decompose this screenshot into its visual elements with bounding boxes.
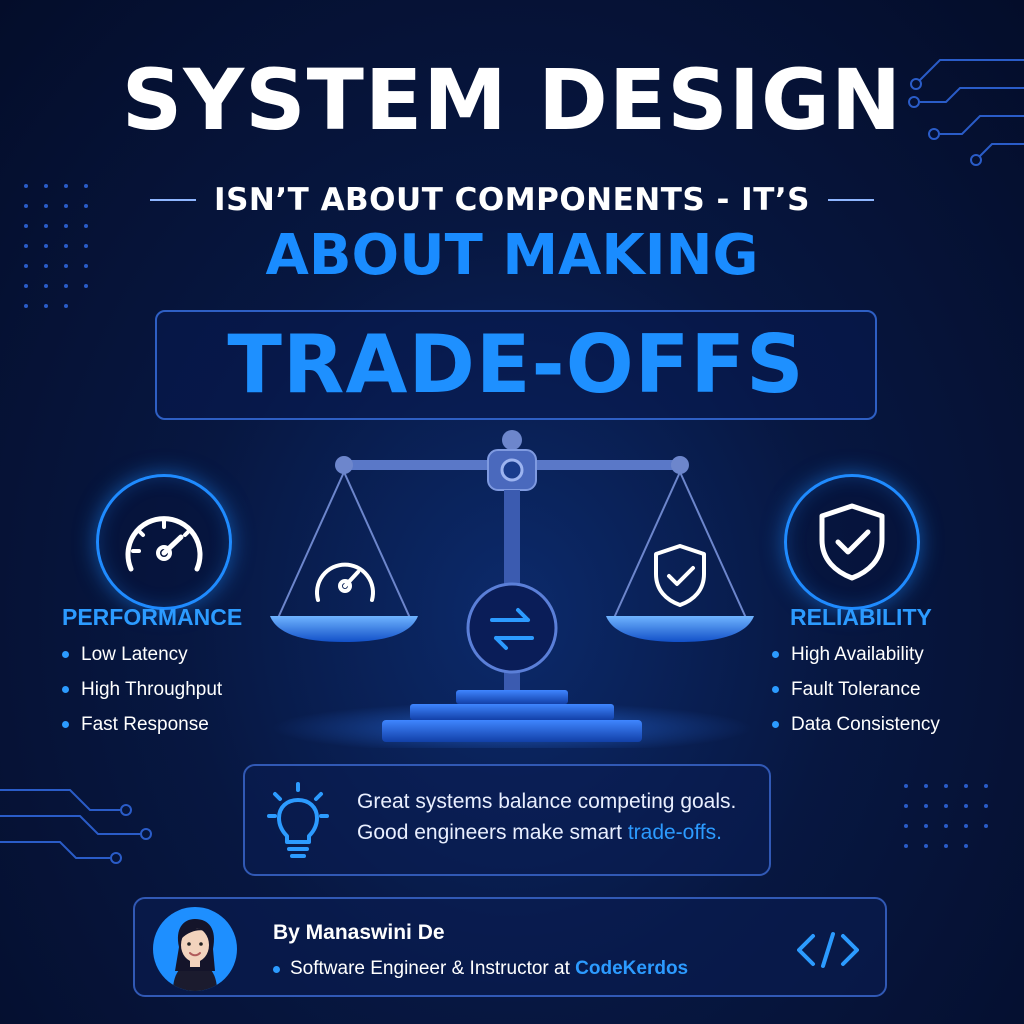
speedometer-icon	[125, 516, 203, 572]
list-item: Data Consistency	[772, 707, 940, 742]
performance-item-1: Low Latency	[81, 643, 188, 665]
quote-box: Great systems balance competing goals. G…	[243, 764, 771, 876]
headline: SYSTEM DESIGN	[121, 51, 903, 149]
author-role: Software Engineer & Instructor at CodeKe…	[273, 958, 688, 980]
reliability-list: High Availability Fault Tolerance Data C…	[772, 637, 940, 742]
reliability-badge	[784, 474, 920, 610]
balance-scale-illustration	[270, 430, 754, 748]
tradeoffs-text: TRADE-OFFS	[227, 318, 805, 411]
bullet-dot	[772, 721, 779, 728]
bullet-dot	[62, 721, 69, 728]
dot-grid-right	[904, 784, 988, 848]
scale-pillar	[504, 490, 520, 690]
beam-end-right	[671, 456, 689, 474]
beam-end-left	[335, 456, 353, 474]
reliability-item-3: Data Consistency	[791, 713, 940, 735]
author-company: CodeKerdos	[575, 958, 689, 979]
scale-pivot-core	[500, 458, 524, 482]
shield-check-icon	[819, 503, 885, 581]
circuit-decoration-bottom-left	[0, 789, 152, 864]
divider-left	[150, 199, 197, 201]
performance-badge	[96, 474, 232, 610]
scale-base-middle	[410, 704, 614, 720]
bullet-dot	[772, 686, 779, 693]
bullet-dot	[772, 651, 779, 658]
highlight-line: ABOUT MAKING	[265, 223, 759, 288]
divider-right	[827, 199, 874, 201]
avatar-illustration	[173, 919, 217, 991]
left-pan-speedometer	[315, 562, 375, 602]
pivot-circle	[466, 582, 558, 674]
bullet-dot	[62, 651, 69, 658]
quote-text: Great systems balance competing goals. G…	[357, 786, 757, 848]
list-item: Fast Response	[62, 707, 222, 742]
scale-beam	[340, 460, 684, 470]
avatar	[153, 907, 237, 991]
reliability-item-1: High Availability	[791, 643, 924, 665]
quote-highlight: trade-offs.	[627, 821, 722, 844]
list-item: Fault Tolerance	[772, 672, 940, 707]
performance-list: Low Latency High Throughput Fast Respons…	[62, 637, 222, 742]
reliability-title: RELIABILITY	[790, 604, 932, 630]
reliability-item-2: Fault Tolerance	[791, 678, 921, 700]
swap-arrows-icon	[490, 608, 534, 650]
code-icon	[797, 932, 859, 968]
scale-pivot-block	[487, 449, 537, 491]
author-name: By Manaswini De	[273, 921, 445, 944]
lightbulb-icon	[267, 782, 329, 858]
list-item: High Throughput	[62, 672, 222, 707]
right-pan-shield	[654, 544, 706, 607]
left-pan	[270, 616, 418, 642]
tradeoffs-box: TRADE-OFFS	[155, 310, 877, 420]
bullet-dot	[273, 965, 280, 973]
subheadline-row: ISN’T ABOUT COMPONENTS - IT’S	[0, 180, 1024, 220]
scale-top-knob	[502, 430, 522, 450]
performance-item-2: High Throughput	[81, 678, 223, 700]
subheadline: ISN’T ABOUT COMPONENTS - IT’S	[214, 182, 810, 218]
scale-base-top	[456, 690, 568, 704]
bullet-dot	[62, 686, 69, 693]
author-role-prefix: Software Engineer & Instructor at	[290, 958, 570, 979]
list-item: High Availability	[772, 637, 940, 672]
list-item: Low Latency	[62, 637, 222, 672]
scale-base-bottom	[382, 720, 642, 742]
right-pan	[606, 616, 754, 642]
scale-glow	[272, 702, 752, 748]
performance-item-3: Fast Response	[81, 713, 209, 735]
author-box: By Manaswini De Software Engineer & Inst…	[133, 897, 887, 997]
quote-body: Great systems balance competing goals. G…	[357, 790, 737, 844]
performance-title: PERFORMANCE	[62, 604, 243, 630]
